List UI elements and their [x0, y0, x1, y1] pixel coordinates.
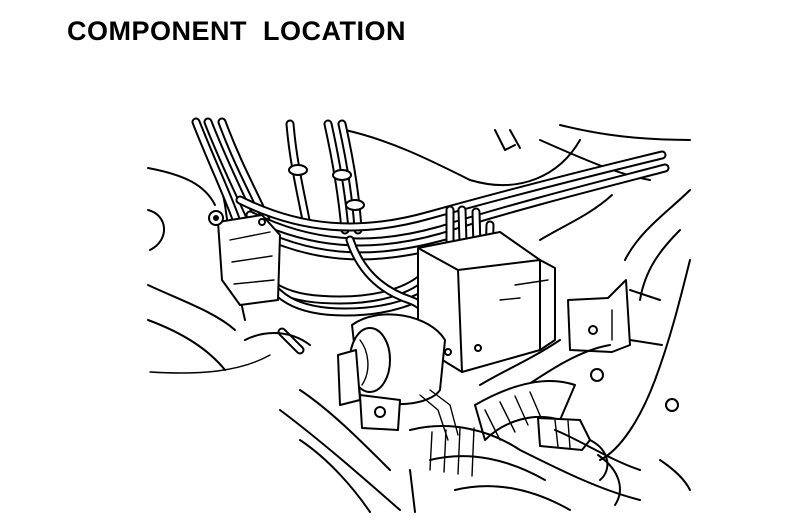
engine-block	[409, 339, 691, 513]
motor-housing	[337, 313, 459, 441]
brake-line-bracket	[208, 210, 311, 355]
page-title: COMPONENT LOCATION	[67, 16, 406, 46]
